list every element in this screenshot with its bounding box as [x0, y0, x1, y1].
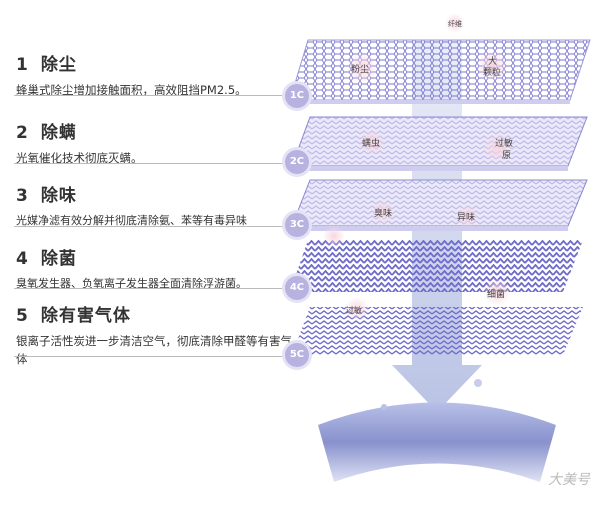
- particle-big-1: 大: [488, 55, 497, 67]
- divider: [14, 226, 292, 227]
- particle-mite: 螨虫: [362, 137, 380, 149]
- step-description: 臭氧发生器、负氧离子发生器全面清除浮游菌。: [16, 277, 247, 290]
- particle-fiber: 纤维: [448, 19, 462, 28]
- stage-badge-5: 5C: [285, 343, 309, 367]
- particle-peculiar: 异味: [457, 211, 475, 223]
- step-number: 2: [16, 123, 29, 143]
- step-number: 5: [16, 306, 29, 326]
- filter-layer-5: [292, 307, 583, 355]
- divider: [14, 95, 292, 96]
- watermark: 大美号: [548, 472, 590, 488]
- step-number: 4: [16, 249, 29, 269]
- step-title: 除尘: [40, 55, 77, 75]
- step-title: 除螨: [40, 123, 77, 143]
- droplet: [381, 404, 387, 410]
- stage-badge-3: 3C: [285, 213, 309, 237]
- particle-dust: 粉尘: [351, 63, 369, 75]
- stage-badge-2: 2C: [285, 150, 309, 174]
- step-3: 3 除味 光媒净滤有效分解并彻底清除氨、苯等有毒异味: [16, 181, 306, 230]
- step-description: 银离子活性炭进一步清洁空气，彻底清除甲醛等有害气体: [16, 334, 292, 366]
- step-number: 1: [16, 55, 29, 75]
- particle-allergen-2: 原: [502, 150, 511, 161]
- step-title: 除味: [40, 186, 77, 206]
- particle-bacteria: 细菌: [487, 288, 505, 300]
- step-2: 2 除螨 光氧催化技术彻底灭螨。: [16, 118, 306, 167]
- step-4: 4 除菌 臭氧发生器、负氧离子发生器全面清除浮游菌。: [16, 244, 306, 293]
- filter-layer-1: [289, 39, 591, 104]
- particle-odor: 臭味: [374, 207, 392, 219]
- filter-layer-4: [290, 240, 583, 292]
- filter-layer-3: [291, 179, 588, 231]
- step-description: 光媒净滤有效分解并彻底清除氨、苯等有毒异味: [16, 214, 247, 227]
- step-description: 光氧催化技术彻底灭螨。: [16, 151, 143, 165]
- divider: [14, 356, 292, 357]
- droplet: [474, 379, 482, 387]
- step-title: 除菌: [40, 249, 77, 269]
- clean-air-bowl: [318, 402, 556, 482]
- particle-allergen-1: 过敏: [495, 137, 513, 149]
- step-description: 蜂巢式除尘增加接触面积，高效阻挡PM2.5。: [16, 83, 247, 97]
- filter-layer-2: [291, 116, 588, 171]
- step-1: 1 除尘 蜂巢式除尘增加接触面积，高效阻挡PM2.5。: [16, 50, 306, 99]
- divider: [14, 163, 292, 164]
- step-number: 3: [16, 186, 29, 206]
- stage-badge-4: 4C: [285, 276, 309, 300]
- step-title: 除有害气体: [40, 306, 131, 326]
- particle-allergy: 过敏: [346, 305, 362, 315]
- stage-badge-1: 1C: [285, 84, 309, 108]
- divider: [14, 288, 292, 289]
- step-5: 5 除有害气体 银离子活性炭进一步清洁空气，彻底清除甲醛等有害气体: [16, 301, 301, 368]
- particle-big-2: 颗粒: [483, 66, 501, 78]
